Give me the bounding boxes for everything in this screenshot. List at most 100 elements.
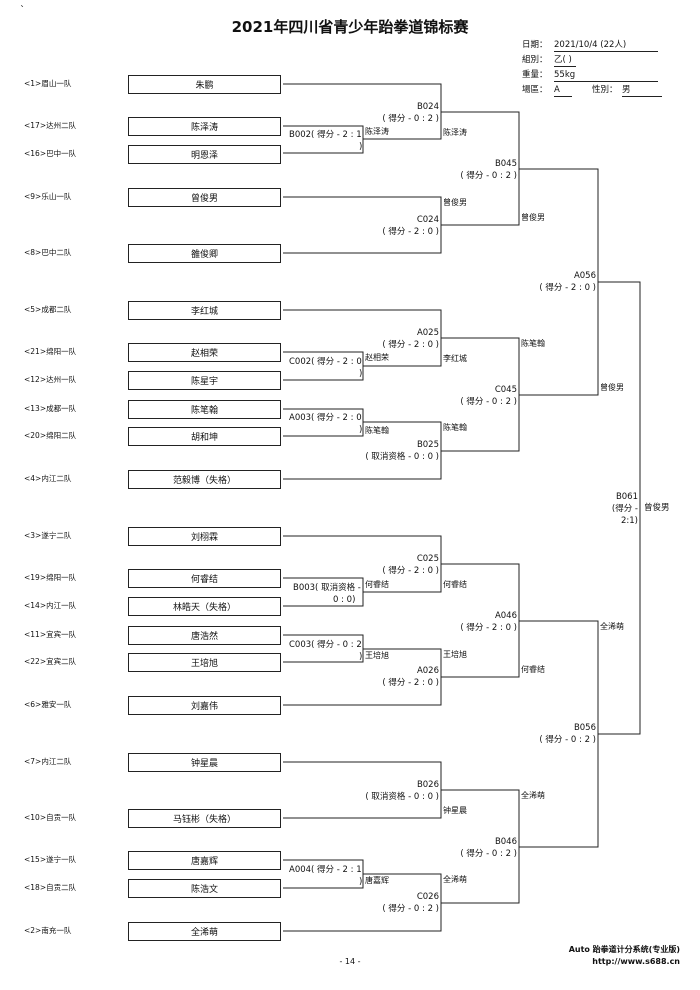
weight-value: 55kg xyxy=(554,71,658,82)
player-box: 明恩泽 xyxy=(128,145,281,164)
match-score-cont: ) xyxy=(359,425,363,435)
match-score: A003( 得分 - 2 : 0 xyxy=(289,413,362,423)
advancer-name: 全浠萌 xyxy=(600,622,624,631)
player-box: 赵相荣 xyxy=(128,343,281,362)
player-box: 唐浩然 xyxy=(128,626,281,645)
team-label: <6>雅安一队 xyxy=(24,700,72,709)
team-label: <12>达州一队 xyxy=(24,375,77,384)
date-label: 日期： xyxy=(522,40,548,50)
advancer-name: 曾俊男 xyxy=(443,198,467,207)
match-score: ( 得分 - 2 : 0 ) xyxy=(382,227,439,237)
team-label: <5>成都二队 xyxy=(24,305,72,314)
match-code: A026 xyxy=(416,666,439,676)
final-match-code: B061 xyxy=(615,492,638,502)
weight-label: 重量： xyxy=(522,70,548,80)
team-label: <8>巴中二队 xyxy=(24,248,72,257)
team-label: <4>内江二队 xyxy=(24,474,72,483)
area-label: 場區： xyxy=(522,85,548,95)
match-code: B024 xyxy=(416,102,439,112)
player-box: 雒俊卿 xyxy=(128,244,281,263)
area-value: A xyxy=(554,86,572,97)
team-label: <11>宜宾一队 xyxy=(24,630,77,639)
final-match-score-cont: 2:1) xyxy=(621,516,638,526)
player-box: 马钰彬（失格） xyxy=(128,809,281,828)
advancer-name: 全浠萌 xyxy=(521,791,545,800)
advancer-name: 陈笔翰 xyxy=(365,426,389,435)
player-box: 陈笔翰 xyxy=(128,400,281,419)
team-label: <14>内江一队 xyxy=(24,601,77,610)
advancer-name: 钟星晨 xyxy=(443,806,467,815)
team-label: <22>宜宾二队 xyxy=(24,657,77,666)
group-value: 乙( ) xyxy=(554,56,576,67)
player-box: 范毅博（失格） xyxy=(128,470,281,489)
match-code: A046 xyxy=(494,611,517,621)
match-code: B056 xyxy=(573,723,596,733)
group-label: 組別： xyxy=(522,55,548,65)
player-box: 陈星宇 xyxy=(128,371,281,390)
player-box: 钟星晨 xyxy=(128,753,281,772)
team-label: <3>遂宁二队 xyxy=(24,531,72,540)
match-score: ( 得分 - 0 : 2 ) xyxy=(460,849,517,859)
match-score-cont: 0 : 0) xyxy=(333,595,356,605)
match-score: ( 得分 - 0 : 2 ) xyxy=(460,397,517,407)
team-label: <9>乐山一队 xyxy=(24,192,72,201)
team-label: <21>绵阳一队 xyxy=(24,347,77,356)
advancer-name: 李红城 xyxy=(443,354,467,363)
page-title: 2021年四川省青少年跆拳道锦标赛 xyxy=(231,18,469,36)
gender-value: 男 xyxy=(622,86,662,97)
team-label: <18>自贡二队 xyxy=(24,883,77,892)
advancer-name: 陈泽涛 xyxy=(443,128,467,137)
match-code: C045 xyxy=(494,385,517,395)
match-code: B026 xyxy=(416,780,439,790)
team-label: <16>巴中一队 xyxy=(24,149,77,158)
team-label: <7>内江二队 xyxy=(24,757,72,766)
match-code: B025 xyxy=(416,440,439,450)
software-url: http://www.s688.cn xyxy=(592,957,680,966)
player-box: 陈泽涛 xyxy=(128,117,281,136)
match-score: ( 得分 - 2 : 0 ) xyxy=(382,566,439,576)
player-box: 全浠萌 xyxy=(128,922,281,941)
match-code: C025 xyxy=(416,554,439,564)
team-label: <17>达州二队 xyxy=(24,121,77,130)
advancer-name: 曾俊男 xyxy=(600,383,624,392)
advancer-name: 全浠萌 xyxy=(443,875,467,884)
advancer-name: 陈笔翰 xyxy=(443,423,467,432)
final-match-score: (得分 - xyxy=(611,504,638,514)
gender-label: 性別： xyxy=(592,85,618,95)
team-label: <20>绵阳二队 xyxy=(24,431,77,440)
advancer-name: 陈泽涛 xyxy=(365,127,389,136)
match-score: ( 得分 - 0 : 2 ) xyxy=(460,171,517,181)
match-score-cont: ) xyxy=(359,369,363,379)
advancer-name: 何睿结 xyxy=(521,665,545,674)
player-box: 刘嘉伟 xyxy=(128,696,281,715)
match-score-cont: ) xyxy=(359,142,363,152)
match-score: A004( 得分 - 2 : 1 xyxy=(289,865,362,875)
team-label: <13>成都一队 xyxy=(24,404,77,413)
advancer-name: 陈笔翰 xyxy=(521,339,545,348)
player-box: 刘栩霖 xyxy=(128,527,281,546)
advancer-name: 何睿结 xyxy=(365,580,389,589)
software-credit: Auto 跆拳道计分系统(专业版) xyxy=(568,945,680,954)
date-value: 2021/10/4 (22人) xyxy=(554,41,658,52)
match-score: C003( 得分 - 0 : 2 xyxy=(289,640,362,650)
match-code: B045 xyxy=(494,159,517,169)
match-code: B046 xyxy=(494,837,517,847)
match-score: ( 取消资格 - 0 : 0 ) xyxy=(365,792,439,802)
match-score: ( 得分 - 0 : 2 ) xyxy=(539,735,596,745)
match-code: A025 xyxy=(416,328,439,338)
champion-name: 曾俊男 xyxy=(644,503,670,513)
match-score: ( 得分 - 0 : 2 ) xyxy=(382,114,439,124)
advancer-name: 王培旭 xyxy=(443,650,467,659)
player-box: 曾俊男 xyxy=(128,188,281,207)
match-score: B002( 得分 - 2 : 1 xyxy=(289,130,362,140)
player-box: 李红城 xyxy=(128,301,281,320)
player-box: 何睿结 xyxy=(128,569,281,588)
player-box: 林皓天（失格） xyxy=(128,597,281,616)
match-score: ( 得分 - 2 : 0 ) xyxy=(382,340,439,350)
advancer-name: 赵相荣 xyxy=(365,353,389,362)
page-number: - 14 - xyxy=(339,957,361,966)
match-score: C002( 得分 - 2 : 0 xyxy=(289,357,362,367)
player-box: 王培旭 xyxy=(128,653,281,672)
advancer-name: 曾俊男 xyxy=(521,213,545,222)
